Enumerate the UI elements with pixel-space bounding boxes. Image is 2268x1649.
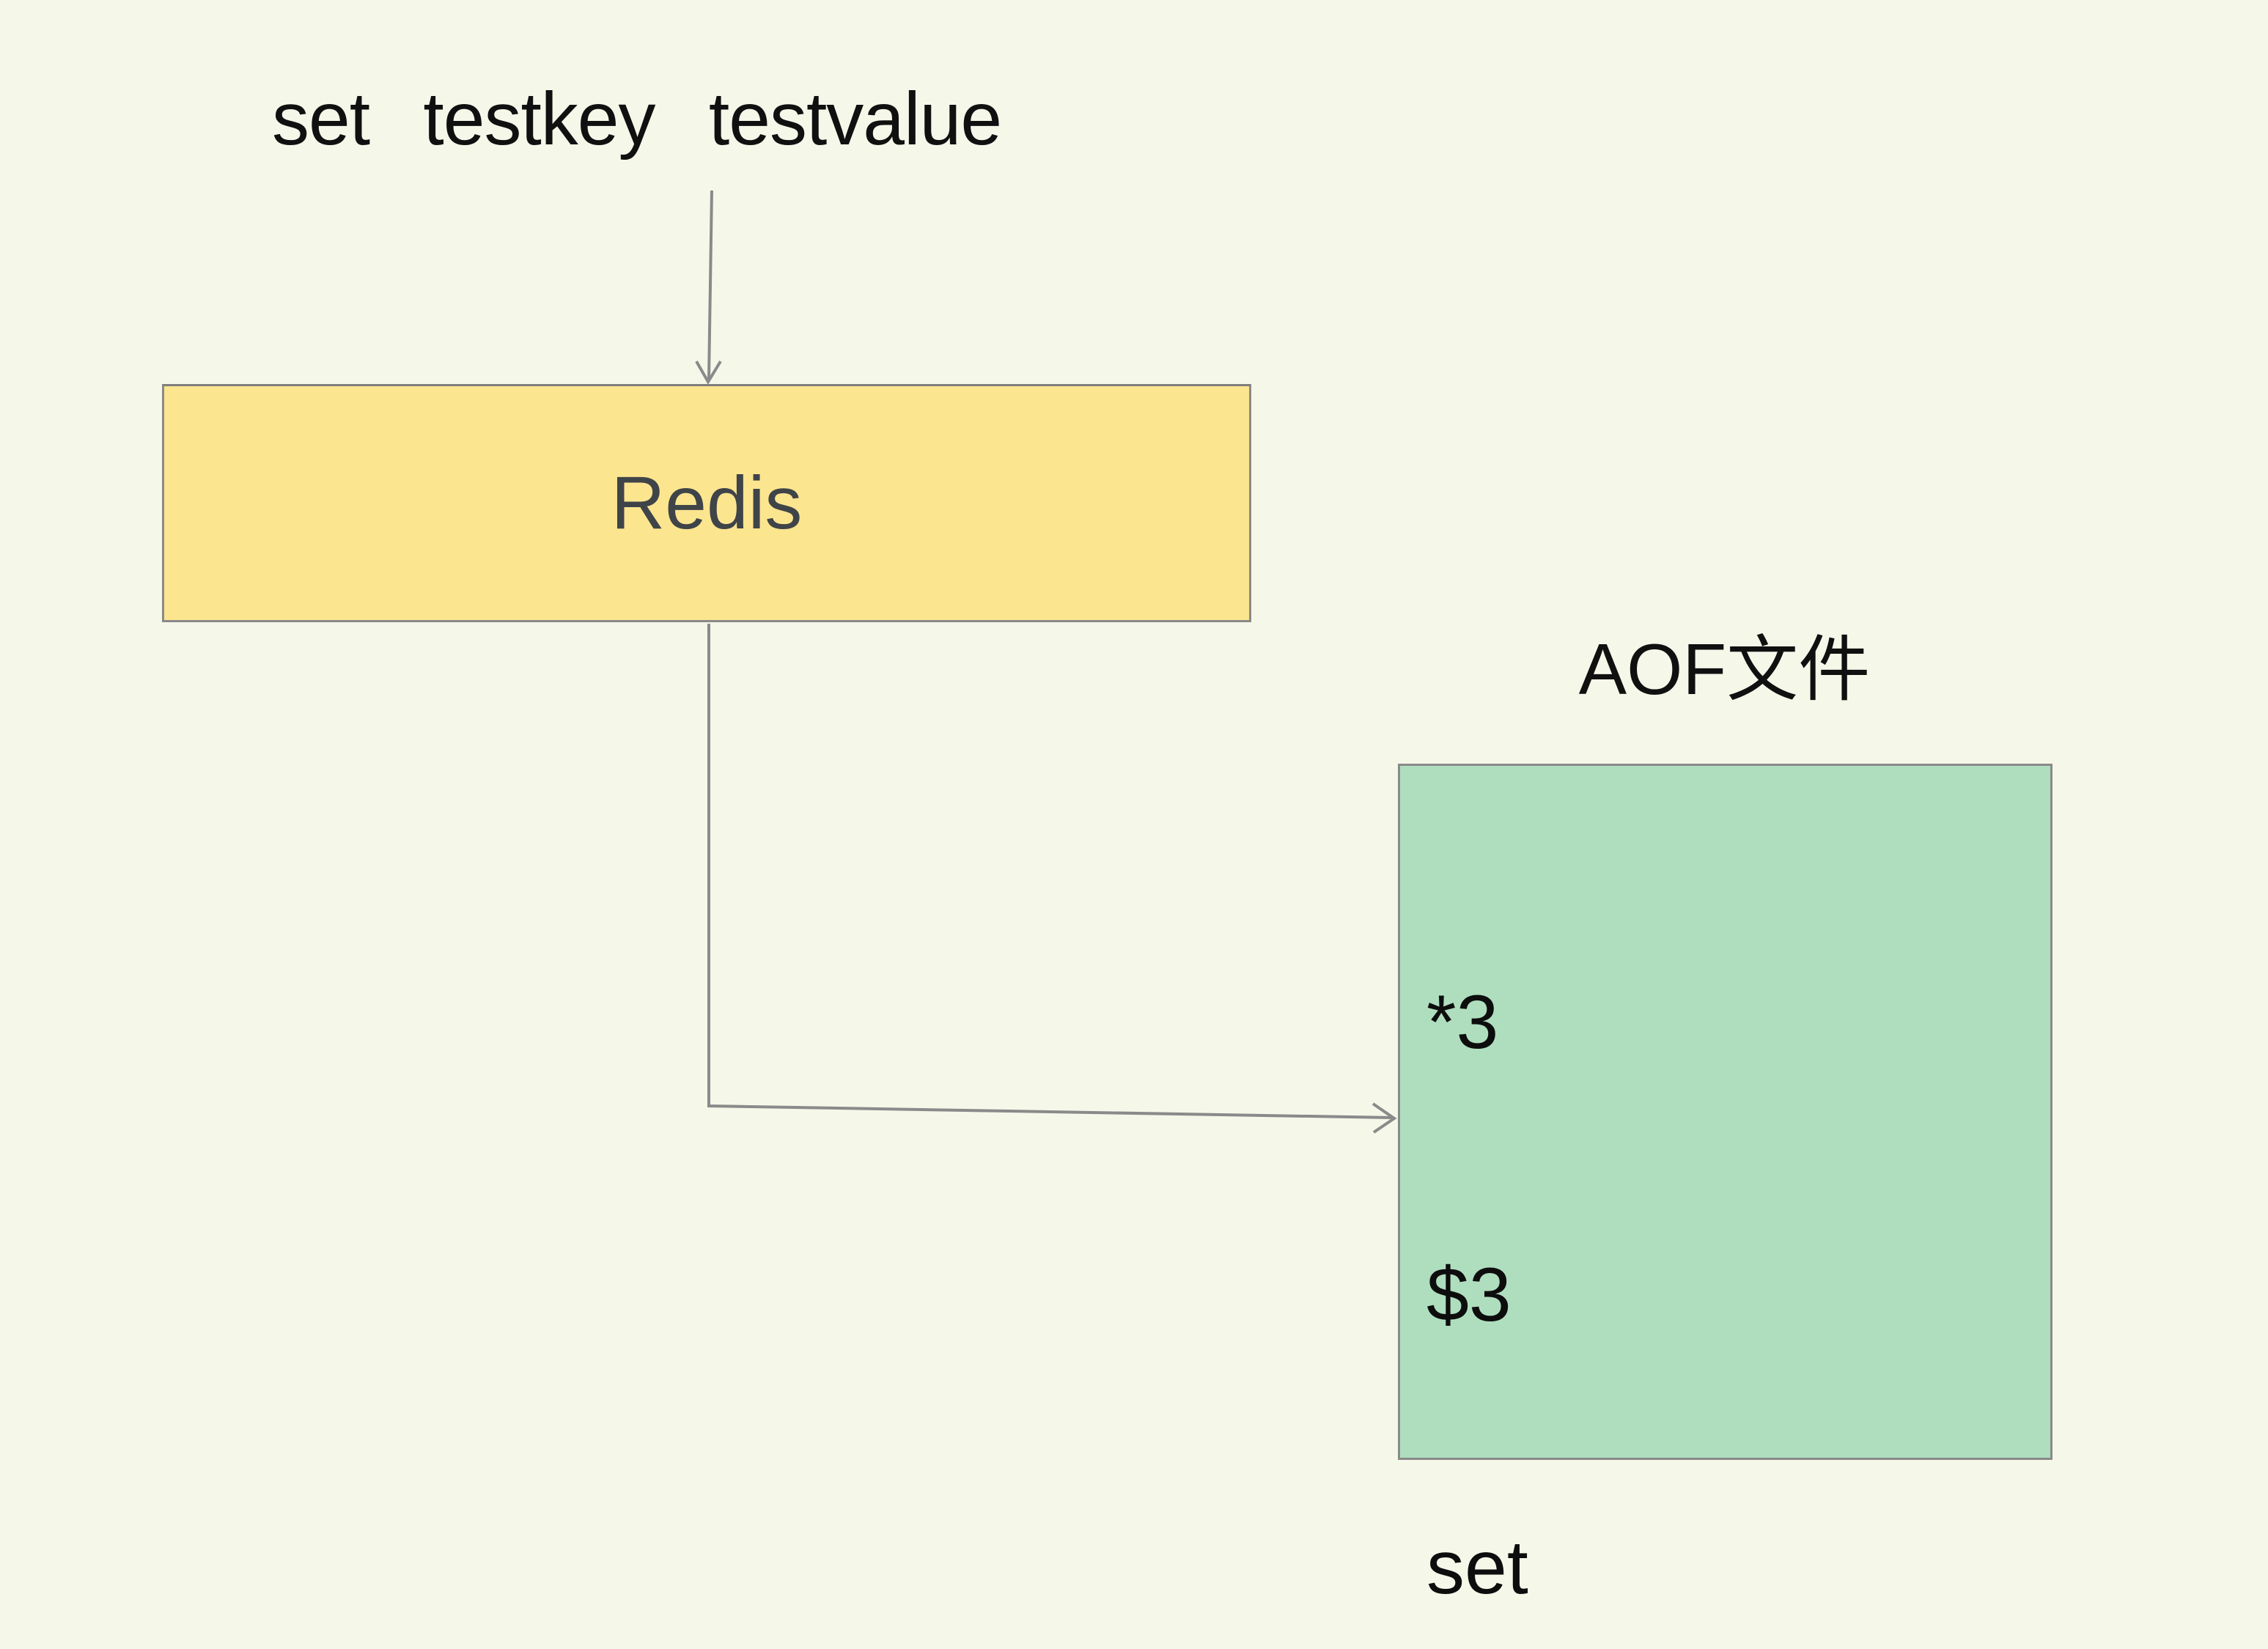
- aof-file-title: AOF文件: [1578, 629, 1871, 709]
- aof-resp-line: $3: [1426, 1253, 1512, 1338]
- redis-to-aof-connector: [707, 624, 1397, 1134]
- redis-command-text: set testkey testvalue: [272, 77, 1002, 161]
- aof-file-box: *3 $3 set $7 testkey $9 testvalue: [1398, 764, 2052, 1610]
- aof-resp-line: set: [1426, 1525, 1528, 1610]
- redis-box: Redis: [162, 384, 1251, 622]
- arrowhead-down-icon: [695, 360, 722, 385]
- aof-resp-line: *3: [1426, 980, 1499, 1065]
- redis-box-label: Redis: [611, 461, 803, 545]
- command-to-redis-arrow: [695, 190, 722, 385]
- arrowhead-right-icon: [1372, 1102, 1397, 1134]
- aof-resp-lines: *3 $3 set $7 testkey $9 testvalue: [1426, 795, 1731, 1649]
